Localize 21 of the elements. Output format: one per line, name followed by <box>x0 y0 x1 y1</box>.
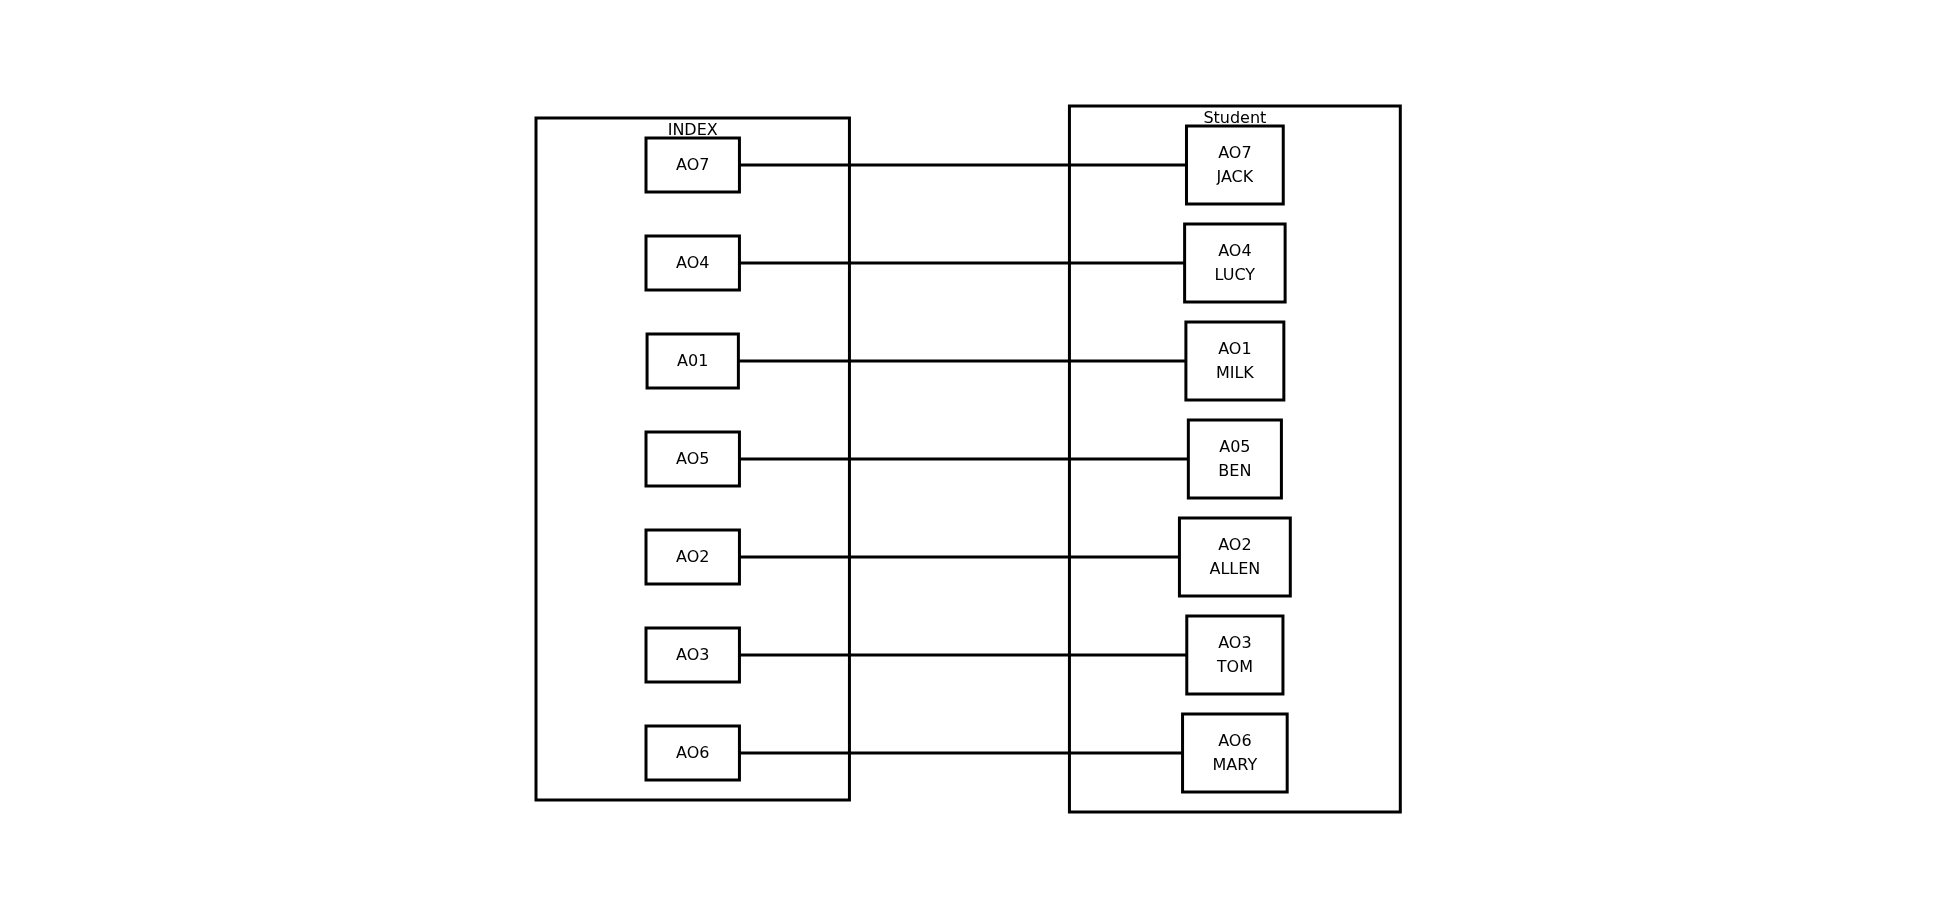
connector <box>739 751 1183 755</box>
node-box: AO2 ALLEN <box>1177 516 1292 598</box>
node-box: AO1 MILK <box>1184 320 1286 402</box>
node-box: AO3 <box>644 626 741 684</box>
connector <box>739 555 1180 559</box>
node-box: AO7 JACK <box>1184 124 1285 206</box>
node-box: AO4 LUCY <box>1182 222 1287 304</box>
node-box: A05 BEN <box>1186 418 1283 500</box>
node-box: AO6 MARY <box>1180 712 1289 794</box>
connector <box>739 261 1185 265</box>
connector <box>739 457 1189 461</box>
connector <box>739 163 1187 167</box>
node-box: AO5 <box>644 430 741 488</box>
node-box: AO2 <box>644 528 741 586</box>
connector <box>739 653 1187 657</box>
node-box: AO3 TOM <box>1185 614 1285 696</box>
node-box: A01 <box>645 332 740 390</box>
connector <box>738 359 1186 363</box>
node-box: AO6 <box>644 724 741 782</box>
node-box: AO7 <box>644 136 741 194</box>
node-box: AO4 <box>644 234 741 292</box>
